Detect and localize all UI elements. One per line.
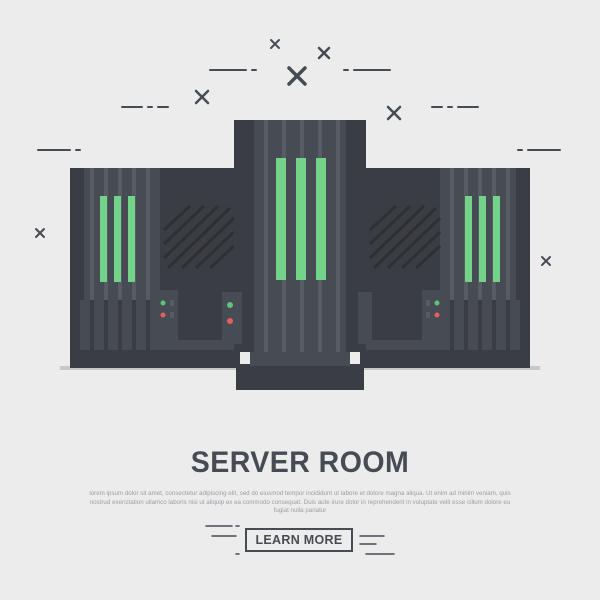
server-rack-icon xyxy=(360,168,530,368)
learn-more-button[interactable]: LEARN MORE xyxy=(245,528,353,552)
cta-decoration xyxy=(205,525,395,555)
server-rack-icon xyxy=(70,168,240,368)
decorative-dashes xyxy=(37,69,561,151)
cross-sparkle-icon xyxy=(35,39,551,266)
page-title: SERVER ROOM xyxy=(190,446,410,479)
server-room-illustration xyxy=(35,39,561,390)
description-text: lorem ipsum dolor sit amet, consectetur … xyxy=(89,490,511,515)
server-rack-icon xyxy=(222,120,372,390)
cta-area: LEARN MORE xyxy=(0,520,600,560)
